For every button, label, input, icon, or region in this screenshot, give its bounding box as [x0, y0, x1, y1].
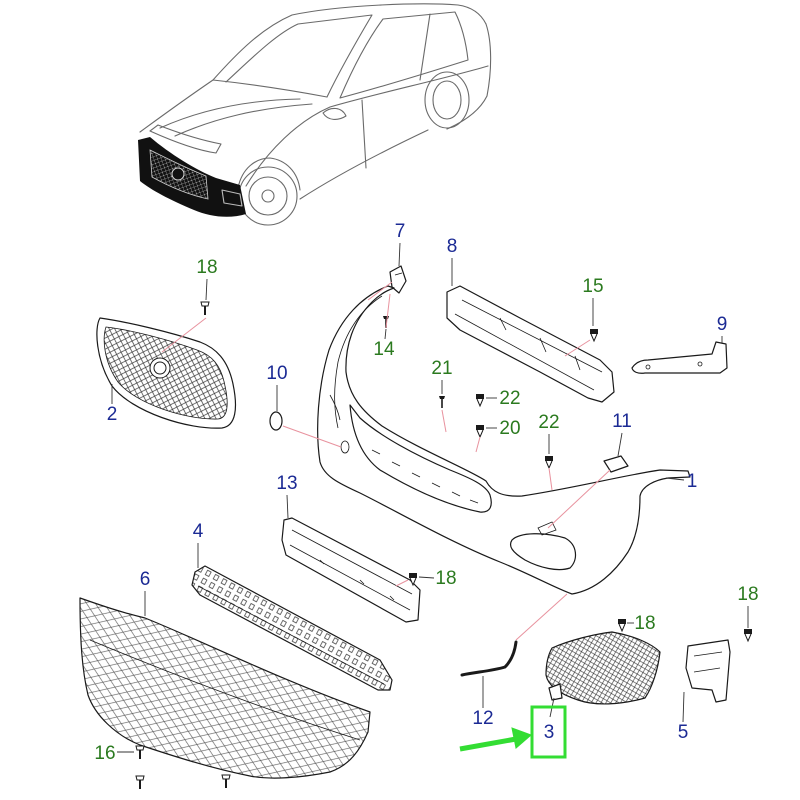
assembly-lines — [161, 281, 611, 641]
callout-fastener-21: 21 — [431, 358, 452, 379]
vehicle-badge-icon — [171, 167, 185, 181]
fastener-18-grille-screw — [200, 301, 210, 316]
part-8-impact-absorber — [446, 285, 615, 403]
fastener-20-clip — [475, 424, 485, 438]
callout-fastener-14: 14 — [373, 339, 395, 360]
fastener-22-clip-lower — [544, 455, 554, 469]
part-3-fog-lamp-grille — [545, 631, 661, 705]
part-6-undertray — [79, 597, 371, 779]
callout-part-8: 8 — [447, 236, 458, 257]
callout-part-1: 1 — [687, 471, 698, 492]
fastener-undertray-screw-right — [221, 774, 231, 789]
callout-fastener-22-lower: 22 — [538, 412, 559, 433]
callout-fastener-15: 15 — [582, 276, 603, 297]
callout-part-13: 13 — [276, 473, 297, 494]
part-12-trim-strip — [460, 640, 518, 677]
callout-part-2: 2 — [107, 404, 118, 425]
label-leaders — [111, 242, 749, 753]
callout-fastener-18-grille: 18 — [196, 257, 217, 278]
callout-fastener-18-side: 18 — [737, 584, 758, 605]
callout-part-7: 7 — [395, 221, 406, 242]
part-number-labels: 7 8 9 10 2 11 1 13 4 6 12 3 5 — [107, 221, 728, 743]
callout-fastener-16: 16 — [94, 743, 115, 764]
callout-fastener-22-upper: 22 — [499, 388, 520, 409]
callout-fastener-18-fog-grille: 18 — [634, 613, 655, 634]
fastener-number-labels: 18 15 14 21 22 22 20 18 18 18 16 — [94, 257, 758, 764]
part-13-lower-bracket — [281, 517, 421, 623]
fastener-21-pin — [438, 395, 446, 409]
part-9-bracket — [631, 341, 728, 374]
callout-part-4: 4 — [193, 521, 204, 542]
callout-fastener-20: 20 — [499, 418, 520, 439]
callout-part-5: 5 — [678, 722, 689, 743]
pointer-arrow-icon — [459, 727, 532, 752]
fastener-16-bolt — [135, 745, 145, 760]
part-1-bumper-cover — [317, 285, 691, 595]
callout-part-3: 3 — [544, 722, 555, 743]
part-5-side-bracket — [685, 639, 731, 703]
part-11-tow-eye-cover — [603, 455, 629, 473]
highlight-box — [530, 705, 567, 759]
fastener-undertray-screw-left — [135, 775, 145, 790]
callout-part-10: 10 — [266, 363, 287, 384]
callout-part-11: 11 — [612, 411, 632, 432]
vehicle-illustration — [138, 3, 492, 226]
part-10-sensor — [269, 411, 283, 431]
grille-badge-icon — [149, 357, 171, 379]
fastener-18-side-clip — [743, 628, 753, 642]
callout-part-12: 12 — [472, 708, 493, 729]
callout-fastener-18-bracket: 18 — [435, 568, 456, 589]
fastener-18-fog-grille-clip — [617, 618, 627, 632]
part-7-bracket — [389, 265, 407, 294]
callout-part-6: 6 — [140, 569, 151, 590]
fastener-15-clip — [589, 328, 599, 342]
part-4-lower-grille-strip — [191, 565, 393, 691]
callout-part-9: 9 — [717, 314, 728, 335]
part-2-radiator-grille — [96, 317, 237, 429]
fastener-22-clip-upper — [475, 393, 485, 407]
